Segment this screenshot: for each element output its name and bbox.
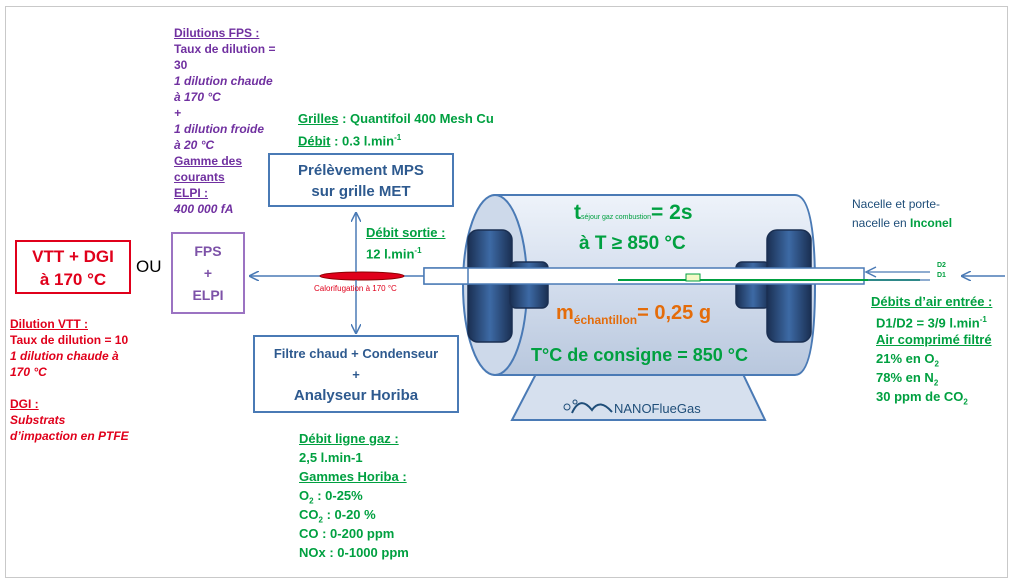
horiba-o2: O2 : 0-25% xyxy=(299,487,363,510)
debit-sortie-exp: -1 xyxy=(414,246,422,255)
calorifugation-heater xyxy=(319,271,405,281)
fps-box-line-3: ELPI xyxy=(192,287,224,303)
grilles-value: : Quantifoil 400 Mesh Cu xyxy=(338,111,494,126)
air-o2-sub: 2 xyxy=(934,359,939,369)
mps-box-line-2: sur grille MET xyxy=(311,183,411,200)
air-o2-text: 21% en O xyxy=(876,351,935,366)
setpoint-temperature: T°C de consigne = 850 °C xyxy=(531,345,748,365)
nanofluegas-logo: NANOFlueGas xyxy=(614,401,701,416)
debit-grilles-value: : 0.3 l.min xyxy=(330,133,395,149)
sample-mass-sub: échantillon xyxy=(573,313,638,327)
residence-time-value: = 2s xyxy=(651,201,693,224)
gas-line-value: 2,5 l.min-1 xyxy=(299,450,363,465)
horiba-co2-sub: 2 xyxy=(318,515,323,525)
filter-box-line-1: Filtre chaud + Condenseur xyxy=(273,346,439,361)
air-inlet-ratio-value: D1/D2 = 3/9 l.min xyxy=(876,315,980,331)
debit-sortie-value: 12 l.min xyxy=(366,246,415,262)
dgi-line-2: d’impaction en PTFE xyxy=(10,429,129,443)
horiba-co2: CO2 : 0-20 % xyxy=(299,506,376,529)
debit-grilles-exp: -1 xyxy=(394,133,402,142)
tube-left-end xyxy=(423,267,469,285)
mps-box-line-1: Prélèvement MPS xyxy=(298,162,424,179)
horiba-co2-label: CO xyxy=(299,507,319,522)
fps-dilutions-title: Dilutions FPS : xyxy=(174,26,260,40)
filtered-air-title: Air comprimé filtré xyxy=(876,332,992,347)
d2-label: D2 xyxy=(937,262,946,269)
fps-box-line-1: FPS xyxy=(194,243,222,259)
fps-range-value: 400 000 fA xyxy=(174,202,234,216)
dilution-vtt-hot-2: 170 °C xyxy=(10,365,47,379)
debit-grilles-line: Débit : 0.3 l.min-1 xyxy=(298,129,401,149)
air-inlet-ratio-exp: -1 xyxy=(979,315,987,324)
calorifugation-label: Calorifugation à 170 °C xyxy=(314,284,397,293)
debit-sortie-label: Débit sortie : xyxy=(366,225,446,240)
air-o2: 21% en O2 xyxy=(876,350,939,373)
fps-rate-1: Taux de dilution = xyxy=(174,42,276,56)
nacelle-line-2: nacelle en Inconel xyxy=(852,216,952,230)
dgi-title: DGI : xyxy=(10,397,39,411)
ou-label: OU xyxy=(136,257,162,276)
residence-time-label: tséjour gaz combustion= 2s xyxy=(574,201,693,225)
air-inlet-title: Débits d’air entrée : xyxy=(871,294,993,309)
right-flange xyxy=(766,229,812,343)
left-flange xyxy=(467,229,513,343)
debit-sortie-value-line: 12 l.min-1 xyxy=(366,242,422,262)
filter-box-line-2: + xyxy=(352,367,360,382)
horiba-co: CO : 0-200 ppm xyxy=(299,526,395,541)
temperature-threshold: à T ≥ 850 °C xyxy=(579,233,686,254)
air-co2-text: 30 ppm de CO xyxy=(876,389,964,404)
sample-mass-m: m xyxy=(556,302,574,324)
sample-mass-label: méchantillon= 0,25 g xyxy=(556,302,711,327)
residence-time-sub: séjour gaz combustion xyxy=(581,214,652,221)
horiba-ranges-title: Gammes Horiba : xyxy=(299,469,407,484)
air-n2-text: 78% en N xyxy=(876,370,934,385)
dgi-line-1: Substrats xyxy=(10,413,66,427)
filter-box-line-3: Analyseur Horiba xyxy=(293,387,419,404)
grilles-label: Grilles xyxy=(298,111,339,126)
fps-elpi-box: FPS + ELPI xyxy=(171,232,245,314)
nanofluegas-logo-mark xyxy=(563,399,613,414)
nacelle-text: nacelle en xyxy=(852,216,911,230)
horiba-nox: NOx : 0-1000 ppm xyxy=(299,545,409,560)
fps-range-3: ELPI : xyxy=(174,186,209,200)
quartz-tube xyxy=(423,267,865,285)
fps-hot-1: 1 dilution chaude xyxy=(174,74,273,88)
fps-range-1: Gamme des xyxy=(174,154,243,168)
air-co2: 30 ppm de CO2 xyxy=(876,388,968,411)
debit-grilles-label: Débit xyxy=(298,133,331,149)
residence-time-t: t xyxy=(574,201,581,224)
d1-label: D1 xyxy=(937,272,946,279)
filter-analyzer-box: Filtre chaud + Condenseur + Analyseur Ho… xyxy=(253,335,459,413)
air-n2-sub: 2 xyxy=(933,378,939,388)
fps-box-line-2: + xyxy=(203,265,213,281)
horiba-o2-value: : 0-25% xyxy=(313,488,363,503)
air-inlet-ratio: D1/D2 = 3/9 l.min-1 xyxy=(876,311,987,331)
fps-plus: + xyxy=(174,106,182,120)
dilution-vtt-title: Dilution VTT : xyxy=(10,317,88,331)
nacelle-line-1: Nacelle et porte- xyxy=(852,197,941,211)
mps-sampling-box: Prélèvement MPS sur grille MET xyxy=(268,153,454,207)
sample-mass-value: = 0,25 g xyxy=(637,302,712,324)
nacelle-material: Inconel xyxy=(910,216,953,230)
horiba-co2-value: : 0-20 % xyxy=(322,507,376,522)
dilution-vtt-rate: Taux de dilution = 10 xyxy=(10,333,129,347)
horiba-o2-label: O xyxy=(299,488,310,503)
air-co2-sub: 2 xyxy=(963,397,968,407)
fps-cold-2: à 20 °C xyxy=(174,138,215,152)
fps-cold-1: 1 dilution froide xyxy=(174,122,264,136)
sample-boat xyxy=(685,273,701,282)
fps-hot-2: à 170 °C xyxy=(174,90,221,104)
fps-range-2: courants xyxy=(174,170,225,184)
grilles-line: Grilles : Quantifoil 400 Mesh Cu xyxy=(298,110,494,127)
fps-rate-2: 30 xyxy=(174,58,188,72)
inlet-d2-arrowhead xyxy=(864,266,877,278)
air-n2: 78% en N2 xyxy=(876,369,938,392)
diagram-frame xyxy=(5,6,1008,578)
gas-line-title: Débit ligne gaz : xyxy=(299,431,399,446)
horiba-o2-sub: 2 xyxy=(309,496,314,506)
dilution-vtt-hot: 1 dilution chaude à xyxy=(10,349,119,363)
